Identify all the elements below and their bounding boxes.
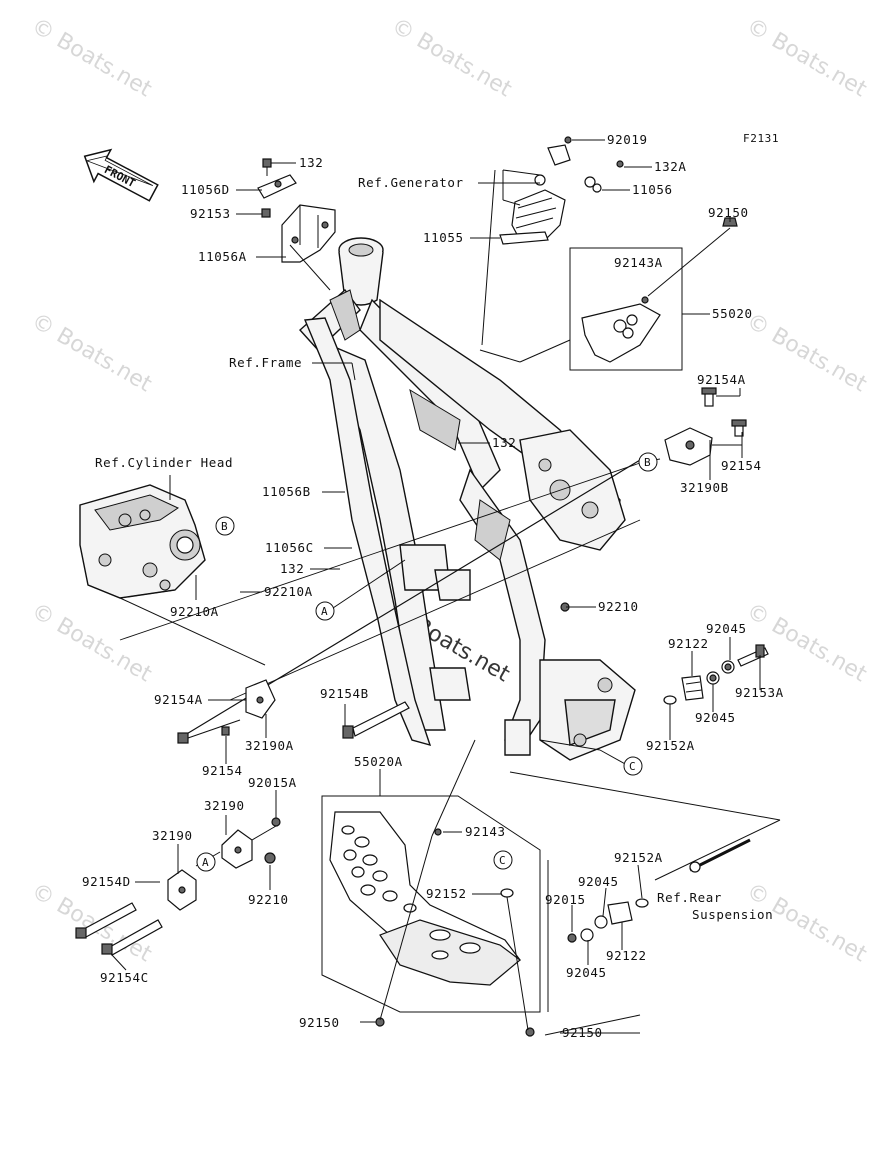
part-label: 92150 [708,205,749,220]
part-label: 92152A [614,850,663,865]
lower-left-brackets [75,817,281,956]
watermark: © Boats.net [387,14,516,103]
part-label: 92045 [706,621,747,636]
part-label: 92045 [695,710,736,725]
part-label: 92210 [598,599,639,614]
part-label: 92122 [668,636,709,651]
part-label: 92143 [465,824,506,839]
bolt-92153 [261,208,271,218]
ref-rear-suspension-label: Ref.Rear [657,890,722,905]
part-label: 92210A [264,584,313,599]
part-label: 92210 [248,892,289,907]
callout-a-lower: A [196,852,216,872]
watermark: © Boats.net [742,309,871,398]
watermark: © Boats.net [742,14,871,103]
part-label: 132 [280,561,304,576]
part-label: 92143A [614,255,663,270]
cylinder-head-drawing [79,484,206,599]
bracket-11056a [281,204,336,263]
part-label: 132A [654,159,687,174]
ref-frame-label: Ref.Frame [229,355,302,370]
part-label: 55020 [712,306,753,321]
skid-plate-55020a [321,795,541,1037]
part-label: 92154C [100,970,149,985]
bracket-32190b [664,387,747,466]
callout-b-label: B [644,456,651,469]
part-label: 32190 [152,828,193,843]
ref-rear-suspension-label: Suspension [692,907,773,922]
part-label: 92154B [320,686,369,701]
leader-lines [111,139,781,1036]
part-label: 11056B [262,484,311,499]
watermark: © Boats.net [742,599,871,688]
part-label: 92019 [607,132,648,147]
part-number-labels: 132 11056D 92153 11056A 92019 132A 11056… [82,132,784,1040]
watermark: © Boats.net [27,879,156,968]
through-bolts [119,459,641,744]
callout-a-frame: A [315,601,335,621]
bracket-11056d [257,174,297,199]
part-label: 92150 [299,1015,340,1030]
callout-b-label: B [221,520,228,533]
part-label: 92015 [545,892,586,907]
front-arrow-icon: FRONT [83,148,159,202]
bolt-132-top [262,158,272,176]
part-label: 92015A [248,775,297,790]
callout-a-label: A [321,605,328,618]
frame-drawing [299,237,636,761]
part-label: 92154D [82,874,131,889]
part-label: 92154 [721,458,762,473]
part-label: 92152 [426,886,467,901]
generator-mount [499,136,624,245]
part-label: 11056 [632,182,673,197]
part-label: 55020A [354,754,403,769]
skid-guard-55020 [569,217,738,371]
part-label: 132 [299,155,323,170]
callout-c-frame: C [623,756,643,776]
callout-c-plate: C [493,850,513,870]
diagram-code: F2131 [743,132,779,145]
part-label: 11056C [265,540,314,555]
watermark: © Boats.net [742,879,871,968]
part-label: 11056D [181,182,230,197]
part-label: 92122 [606,948,647,963]
part-label: 92154A [697,372,746,387]
part-label: 92153 [190,206,231,221]
part-label: 32190 [204,798,245,813]
part-label: 32190A [245,738,294,753]
part-label: 92154A [154,692,203,707]
part-label: 92152A [646,738,695,753]
part-label: 92150 [562,1025,603,1040]
part-label: 92210A [170,604,219,619]
watermark: © Boats.net [27,309,156,398]
part-label: 92045 [578,874,619,889]
watermark: © Boats.net [27,599,156,688]
callout-c-label: C [499,854,506,867]
ref-cylinder-head-label: Ref.Cylinder Head [95,455,233,470]
part-label: 11056A [198,249,247,264]
part-label: 11055 [423,230,464,245]
part-label: 92154 [202,763,243,778]
part-label: 132 [492,435,516,450]
part-label: 32190B [680,480,729,495]
part-label: 92045 [566,965,607,980]
part-label: 92153A [735,685,784,700]
callout-a-label: A [202,856,209,869]
ref-generator-label: Ref.Generator [358,175,464,190]
watermark: © Boats.net [27,14,156,103]
callout-b-frame: B [638,452,658,472]
callout-b-head: B [215,516,235,536]
callout-c-label: C [629,760,636,773]
